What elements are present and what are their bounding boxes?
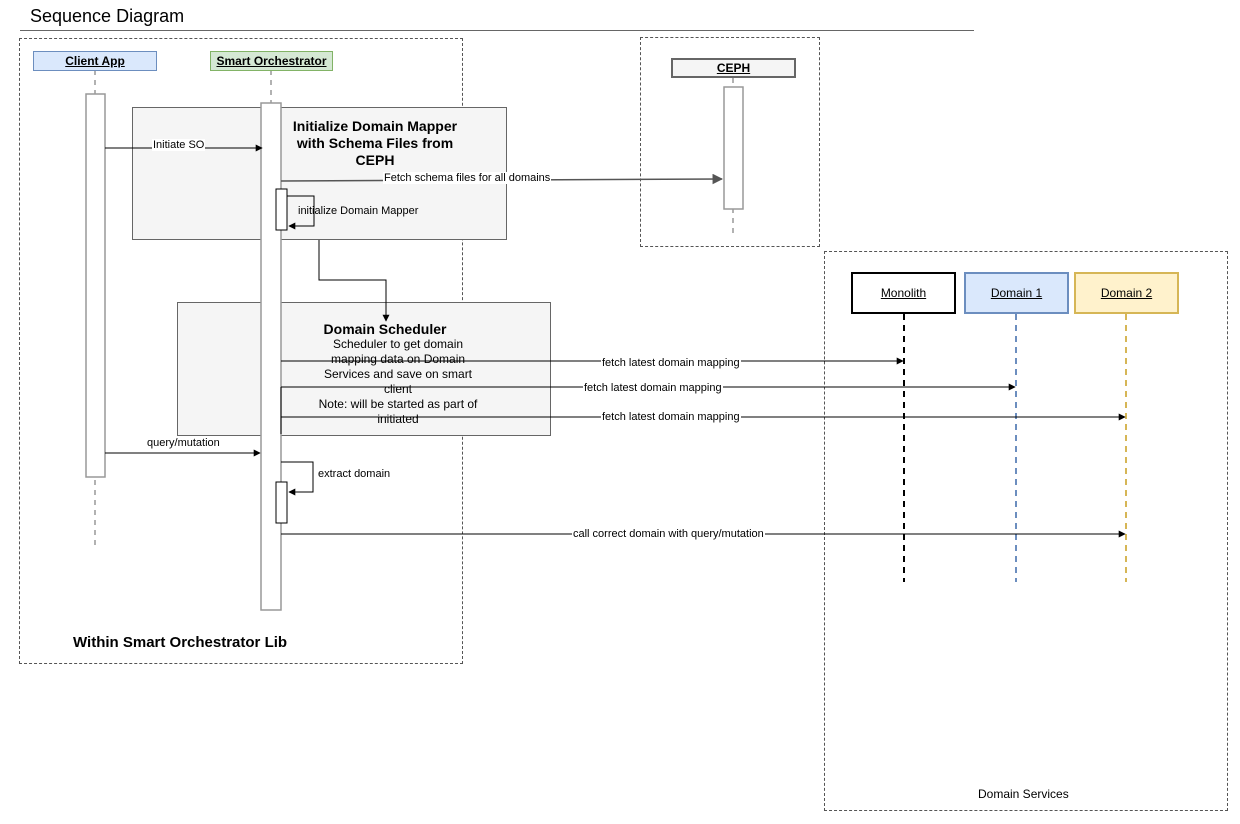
query-mutation-label: query/mutation — [146, 437, 221, 449]
scheduler-fragment-title: Domain Scheduler — [323, 321, 447, 337]
domain-scheduler-fragment — [177, 302, 551, 436]
orchestrator-lib-label: Within Smart Orchestrator Lib — [73, 634, 288, 651]
fetch-mapping-1-label: fetch latest domain mapping — [601, 357, 741, 369]
call-domain-label: call correct domain with query/mutation — [572, 528, 765, 540]
initiate-so-label: Initiate SO — [152, 139, 206, 151]
init-mapper-label: initialize Domain Mapper — [298, 205, 419, 217]
init-mapper-activation — [275, 188, 288, 231]
client-app-participant: Client App — [33, 51, 157, 71]
init-mapper-self-arrow — [287, 195, 315, 230]
smart-orchestrator-activation — [260, 102, 282, 611]
extract-domain-label: extract domain — [317, 468, 392, 480]
ceph-participant: CEPH — [671, 58, 796, 78]
title-divider — [20, 30, 974, 31]
ceph-activation — [723, 86, 744, 210]
fetch-schema-label: Fetch schema files for all domains — [383, 172, 552, 184]
domain-services-group — [824, 251, 1228, 811]
domain2-participant: Domain 2 — [1074, 272, 1179, 314]
init-fragment-title: Initialize Domain Mapper with Schema Fil… — [292, 118, 458, 168]
fetch-mapping-2-label: fetch latest domain mapping — [583, 382, 723, 394]
fragment-connector-arrow — [318, 240, 390, 322]
scheduler-fragment-text: Scheduler to get domain mapping data on … — [318, 337, 478, 426]
client-app-activation — [85, 93, 106, 478]
monolith-participant: Monolith — [851, 272, 956, 314]
extract-domain-activation — [275, 481, 288, 524]
domain1-participant: Domain 1 — [964, 272, 1069, 314]
diagram-title: Sequence Diagram — [30, 6, 185, 26]
ceph-group — [640, 37, 820, 247]
smart-orchestrator-participant: Smart Orchestrator — [210, 51, 333, 71]
extract-domain-self-arrow — [281, 461, 314, 496]
fetch-mapping-3-label: fetch latest domain mapping — [601, 411, 741, 423]
domain-services-label: Domain Services — [978, 787, 1069, 801]
